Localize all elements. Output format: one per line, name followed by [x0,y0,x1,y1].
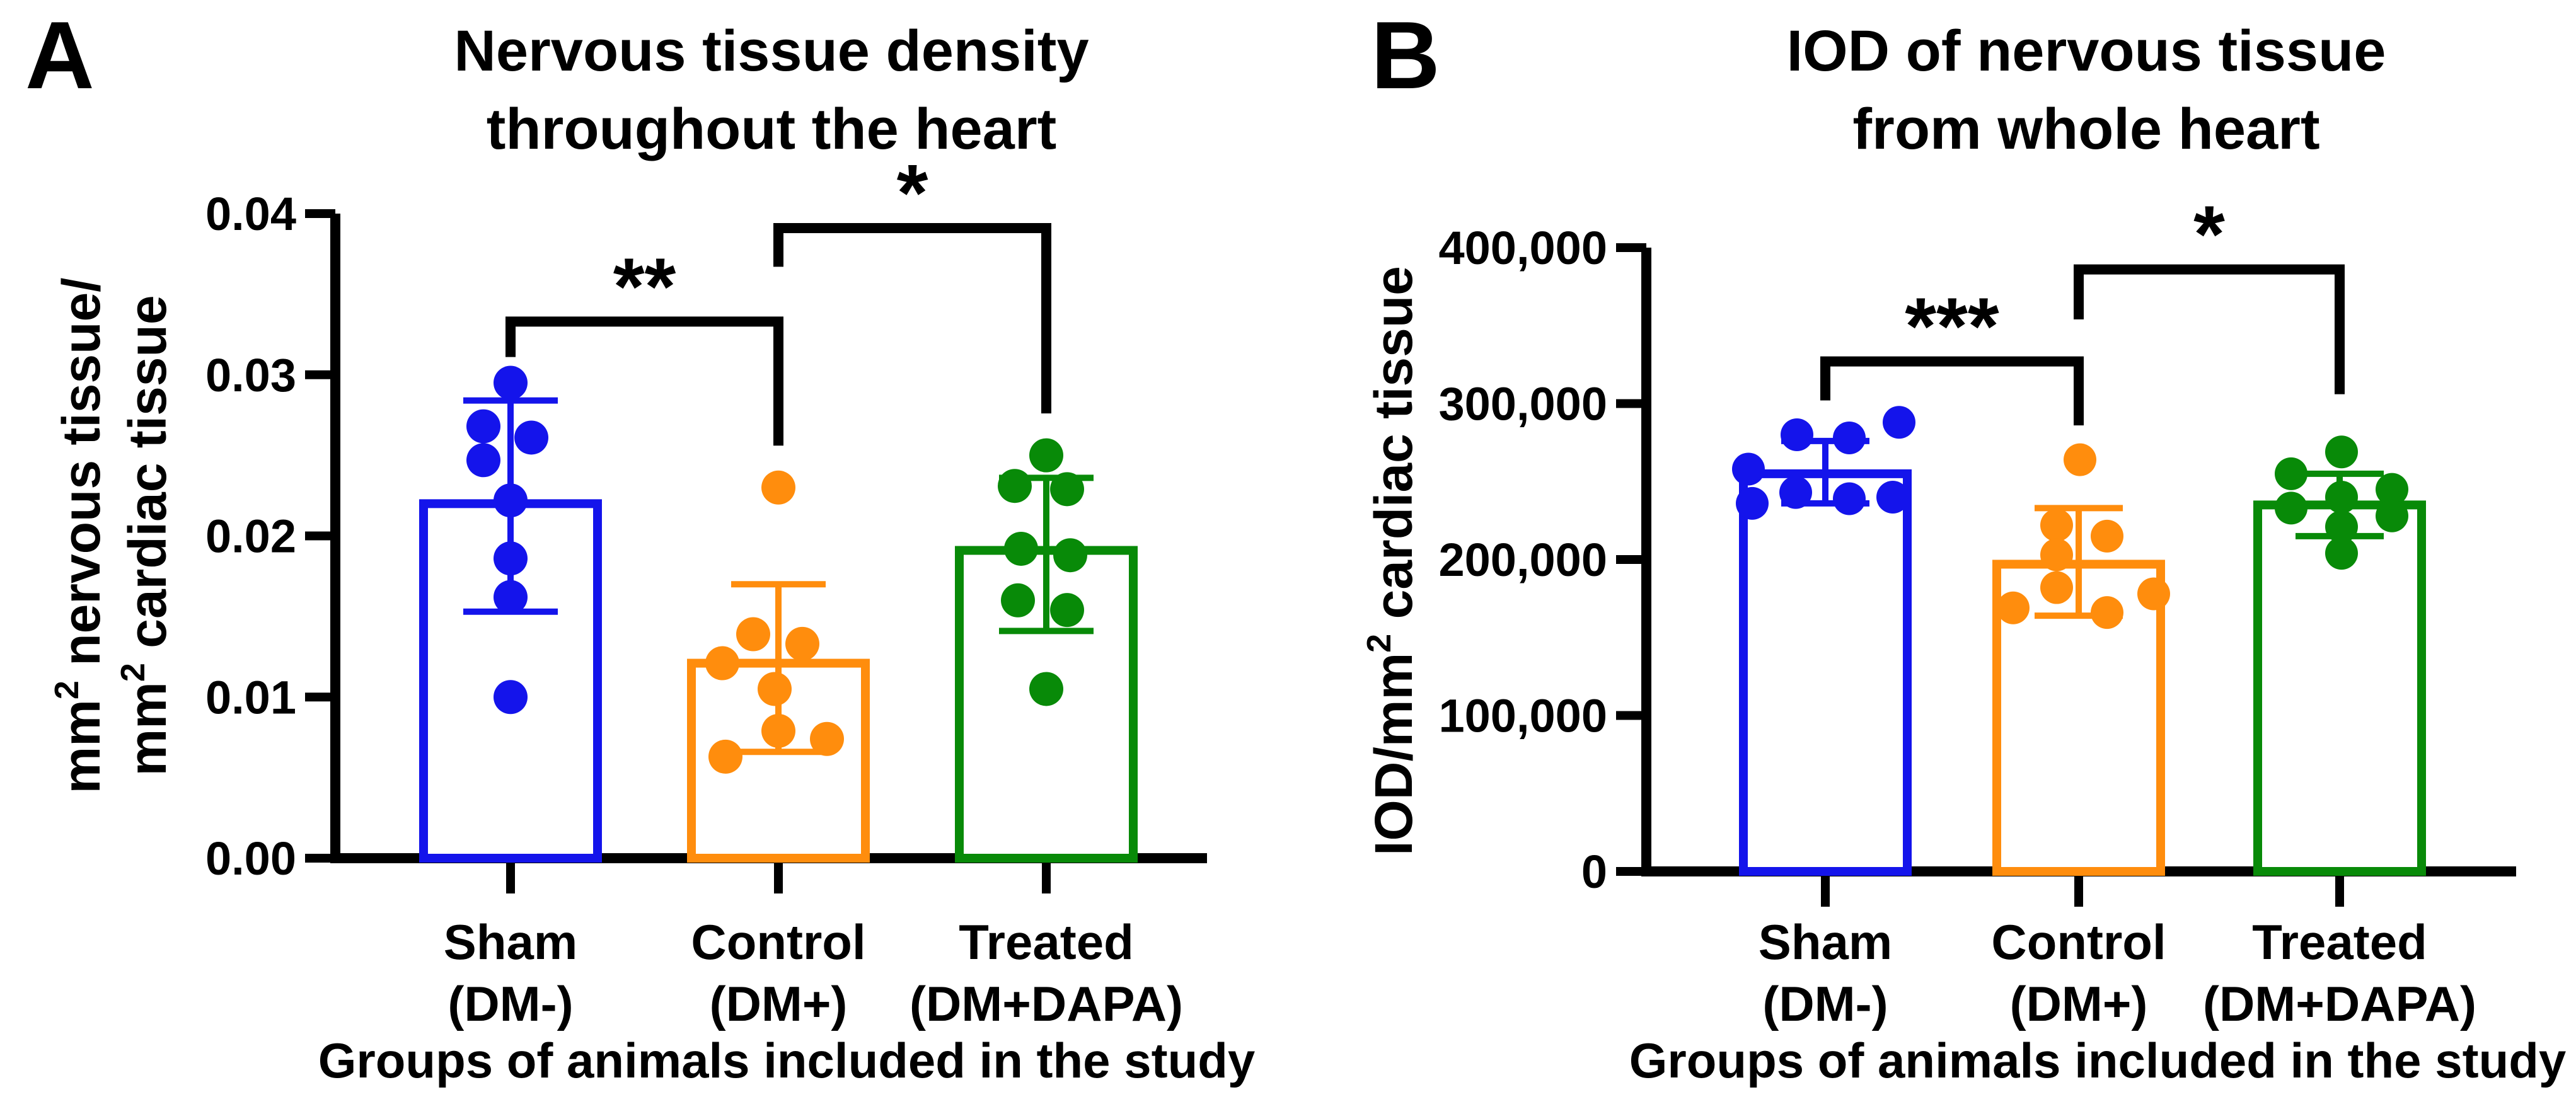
data-point [2064,443,2096,476]
data-point [1833,421,1866,454]
x-axis-title: Groups of animals included in the study [318,1033,1256,1088]
significance-label: ** [613,241,676,331]
data-point [708,739,742,774]
data-point [466,409,500,444]
x-axis-title: Groups of animals included in the study [1629,1033,2567,1088]
data-point [785,626,819,661]
category-label-line-1: Control [691,914,865,970]
group-control-dm: Control (DM+) [1991,443,2170,1031]
category-label-line-2: (DM+DAPA) [910,976,1183,1031]
y-axis-title: mm2 nervous tissue/mm2 cardiac tissue [48,278,177,794]
y-tick-label: 0.03 [205,349,296,401]
group-control-dm: Control (DM+) [687,470,870,1031]
chart-title-line-2: throughout the heart [487,97,1057,161]
data-point [758,672,792,706]
data-point [2040,508,2073,542]
data-point [494,365,528,400]
data-point [1833,482,1866,515]
category-label-line-2: (DM+) [2010,976,2148,1031]
data-point [736,617,770,652]
data-point [2376,499,2408,532]
data-point [2040,538,2073,571]
data-point [2325,435,2358,469]
chart-title-line-1: IOD of nervous tissue [1787,19,2386,83]
y-tick-label: 200,000 [1439,534,1608,586]
significance-bracket [505,316,783,446]
significance-label: *** [1905,282,1999,372]
panel-letter-b: B [1371,2,1440,109]
data-point [494,483,528,518]
y-axis-title: IOD/mm2 cardiac tissue [1360,266,1423,856]
data-point [810,721,844,756]
y-tick-label: 300,000 [1439,378,1608,430]
data-point [1029,438,1063,473]
data-point [1883,406,1915,439]
data-point [2091,519,2123,553]
data-point [2325,537,2358,570]
category-label-line-1: Control [1991,914,2166,970]
y-tick-label: 100,000 [1439,690,1608,742]
data-point [1004,531,1038,566]
chart-title-line-2: from whole heart [1852,97,2319,161]
significance-bracket [2074,264,2345,394]
data-point [1001,583,1035,617]
data-point [705,646,739,681]
data-point [1781,418,1813,451]
panel-letter-a: A [25,2,95,109]
panel-a: A Nervous tissue density throughout the he… [25,2,1255,1088]
category-label-line-2: (DM-) [448,976,573,1031]
data-point [2325,510,2358,544]
panel-b: B IOD of nervous tissue from whole heart 0 1… [1360,2,2566,1088]
data-point [514,420,548,455]
y-tick-label: 0.02 [205,510,296,563]
group-treated-dm-dapa: Treated (DM+DAPA) [2203,435,2476,1031]
bar [1739,469,1912,876]
chart-title-line-1: Nervous tissue density [454,19,1089,83]
data-point [2376,473,2408,506]
data-point [2137,577,2170,611]
data-point [1053,538,1087,573]
data-point [1997,591,2030,624]
category-label-line-2: (DM-) [1762,976,1888,1031]
category-label-line-1: Sham [444,914,577,970]
y-tick-label: 0 [1581,846,1607,898]
y-tick-label: 400,000 [1439,222,1608,274]
significance-bracket [773,223,1051,414]
data-point [1029,672,1063,706]
data-point [1736,486,1769,520]
category-label-line-1: Sham [1759,914,1892,970]
data-point [2275,491,2307,525]
data-point [2040,571,2073,604]
significance-label: * [897,148,928,238]
data-point [494,680,528,715]
data-point [2325,481,2358,514]
group-treated-dm-dapa: Treated (DM+DAPA) [910,438,1183,1031]
significance-label: * [2193,190,2225,280]
data-point [761,713,795,748]
category-label-line-2: (DM+DAPA) [2203,976,2476,1031]
data-point [761,470,795,505]
group-sham-dm: Sham (DM-) [1732,406,1915,1031]
data-point [1732,452,1765,486]
category-label-line-1: Treated [2252,914,2427,970]
data-point [466,443,500,478]
data-point [2091,596,2123,629]
data-point [1050,593,1084,628]
significance-bracket [1820,356,2084,426]
data-point [2275,457,2307,490]
data-point [494,580,528,614]
data-point [494,541,528,576]
category-label-line-2: (DM+) [710,976,848,1031]
y-tick-label: 0.01 [205,671,296,723]
data-point [1779,476,1812,509]
data-point [998,469,1032,503]
y-tick-label: 0.00 [205,832,296,885]
data-point [1876,481,1909,514]
data-point [1050,472,1084,507]
category-label-line-1: Treated [959,914,1133,970]
group-sham-dm: Sham (DM-) [419,365,602,1031]
y-tick-label: 0.04 [205,188,296,240]
